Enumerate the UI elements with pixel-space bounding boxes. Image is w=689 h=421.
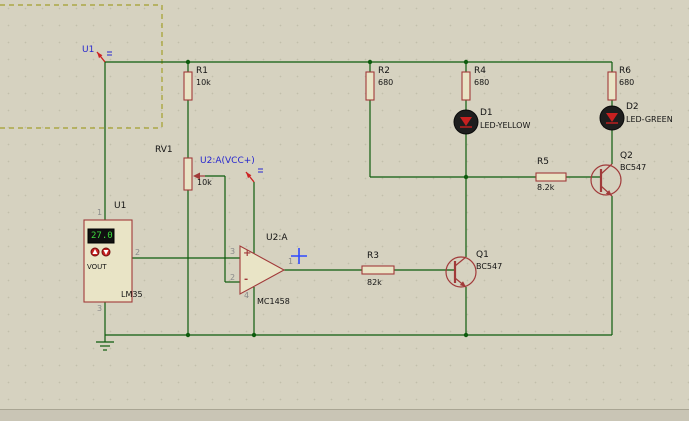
resistor-r6[interactable] (607, 71, 617, 101)
resistor-r1[interactable] (183, 71, 193, 101)
d2-ref-label: D2 (626, 102, 639, 112)
q2-value-label: BC547 (620, 163, 647, 172)
wire-r2-to-q2-base[interactable] (369, 100, 601, 178)
potentiometer-rv1[interactable] (183, 157, 205, 191)
u2a-ref-label: U2:A (266, 233, 288, 243)
d1-value-label: LED-YELLOW (480, 121, 531, 130)
lm35-ref-label: U1 (114, 201, 127, 211)
power-net-label-u1: U1 (82, 45, 95, 55)
q2-ref-label: Q2 (620, 151, 633, 161)
transistor-q2[interactable] (590, 163, 622, 197)
r6-ref-label: R6 (619, 66, 631, 76)
d2-value-label: LED-GREEN (626, 115, 673, 124)
template-border (0, 4, 163, 129)
opamp-pin2-label: 2 (230, 273, 236, 282)
r4-ref-label: R4 (474, 66, 486, 76)
r4-value-label: 680 (474, 78, 490, 87)
opamp-u2a[interactable] (239, 245, 286, 295)
r3-ref-label: R3 (367, 251, 379, 261)
led-d1[interactable] (453, 109, 479, 135)
lm35-sensor[interactable] (83, 219, 133, 303)
wire-ground-rail[interactable] (104, 334, 612, 342)
r3-value-label: 82k (367, 278, 382, 287)
rv1-ref-label: RV1 (155, 145, 173, 155)
lm35-vout-port-label: VOUT (87, 263, 107, 271)
r5-ref-label: R5 (537, 157, 549, 167)
lm35-pin2-label: 2 (135, 248, 141, 257)
r2-ref-label: R2 (378, 66, 390, 76)
q1-ref-label: Q1 (476, 250, 489, 260)
move-cursor-icon (291, 248, 307, 264)
resistor-r5[interactable] (535, 172, 567, 182)
lm35-temperature-display: 27.0 (91, 231, 113, 241)
r1-ref-label: R1 (196, 66, 208, 76)
opamp-pin3-label: 3 (230, 247, 236, 256)
r1-value-label: 10k (196, 78, 211, 87)
lm35-pin3-label: 3 (97, 304, 103, 313)
r6-value-label: 680 (619, 78, 635, 87)
opamp-pin1-label: 1 (288, 257, 294, 266)
resistor-r2[interactable] (365, 71, 375, 101)
r2-value-label: 680 (378, 78, 394, 87)
led-d2[interactable] (599, 105, 625, 131)
opamp-minus-sign: - (244, 274, 249, 285)
resistor-r3[interactable] (361, 265, 395, 275)
resistor-r4[interactable] (461, 71, 471, 101)
r5-value-label: 8.2k (537, 183, 555, 192)
window-bottom-edge (0, 409, 689, 421)
rv1-value-label: 10k (197, 178, 212, 187)
lm35-value-label: LM35 (121, 290, 143, 299)
opamp-pin4-label: 4 (244, 291, 250, 300)
lm35-temp-buttons[interactable] (90, 247, 111, 257)
q1-value-label: BC547 (476, 262, 503, 271)
power-net-label-u2a: U2:A(VCC+) (200, 156, 255, 166)
transistor-q1[interactable] (445, 256, 477, 288)
junction-dots (185, 59, 469, 338)
opamp-plus-sign: + (243, 248, 252, 259)
d1-ref-label: D1 (480, 108, 493, 118)
u2a-value-label: MC1458 (257, 297, 290, 306)
wire-rv1-wiper-to-opamp[interactable] (205, 175, 240, 283)
wire-vcc-rail[interactable] (104, 61, 613, 220)
lm35-pin1-label: 1 (97, 208, 103, 217)
power-terminal-vcc-opamp[interactable] (245, 168, 263, 183)
power-terminal-vcc-left[interactable] (96, 51, 112, 63)
ground-symbol[interactable] (96, 341, 114, 351)
